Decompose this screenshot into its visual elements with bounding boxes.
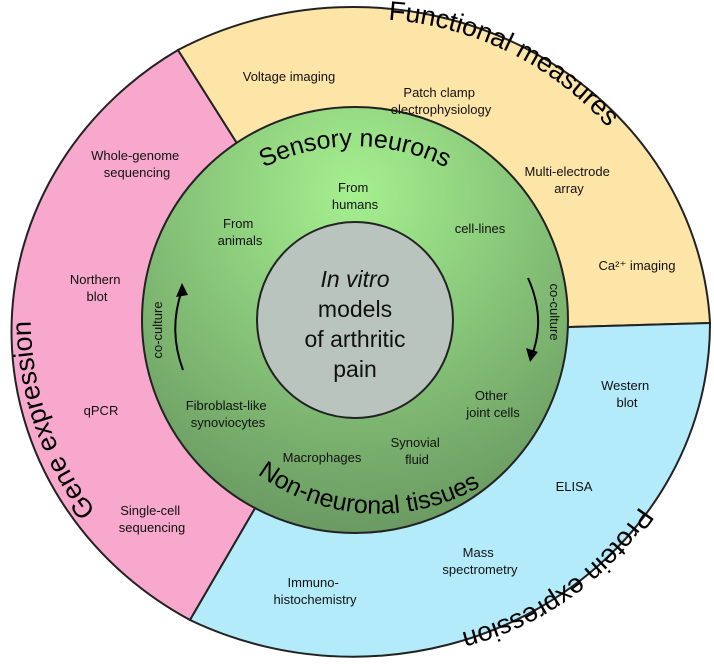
mass-spec-label: Mass spectrometry: [442, 545, 518, 577]
center-line-2: models: [318, 296, 392, 322]
multi-electrode-label: Multi-electrode array: [525, 164, 614, 196]
center-line-1: In vitro: [320, 266, 389, 292]
coculture-right-arrow: [527, 277, 540, 356]
macrophages-label: Macrophages: [283, 450, 362, 465]
coculture-left-arrow: [174, 289, 184, 371]
cell-lines-label: cell-lines: [455, 221, 506, 236]
elisa-label: ELISA: [556, 479, 593, 494]
coculture-right-arrowhead: [526, 348, 538, 362]
center-line-4: pain: [333, 356, 376, 382]
immuno-label: Immuno- histochemistry: [273, 575, 357, 607]
coculture-right-label: co-culture: [547, 283, 562, 340]
synovial-fluid-label: Synovial fluid: [391, 435, 444, 467]
center-line-3: of arthritic: [305, 326, 406, 352]
other-joint-cells-label: Other joint cells: [465, 388, 520, 420]
whole-genome-label: Whole-genome sequencing: [91, 148, 183, 180]
coculture-left-label: co-culture: [150, 301, 165, 358]
single-cell-label: Single-cell sequencing: [119, 503, 186, 535]
from-humans-label: From humans: [332, 180, 379, 212]
western-blot-label: Western blot: [601, 378, 653, 410]
from-animals-label: From animals: [218, 216, 263, 248]
patch-clamp-label: Patch clamp electrophysiology: [391, 85, 492, 117]
voltage-imaging-label: Voltage imaging: [243, 69, 336, 84]
ca-imaging-label: Ca²⁺ imaging: [599, 258, 676, 273]
qpcr-label: qPCR: [84, 403, 119, 418]
northern-blot-label: Northern blot: [70, 272, 124, 304]
center-circle: [256, 221, 454, 419]
coculture-left-arrowhead: [176, 283, 188, 297]
fibroblast-label: Fibroblast-like synoviocytes: [186, 398, 271, 430]
